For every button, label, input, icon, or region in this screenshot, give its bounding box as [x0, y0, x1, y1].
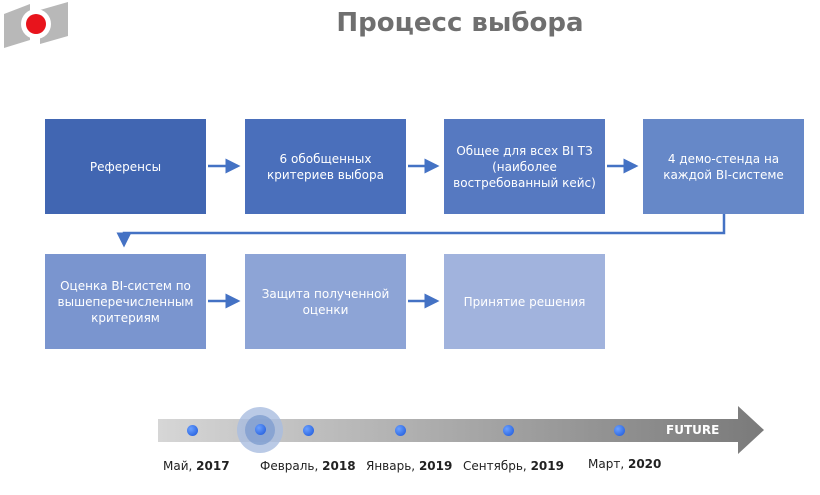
milestone-label: Март, 2020 [588, 457, 662, 471]
milestone-label: Май, 2017 [163, 459, 230, 473]
timeline-dot [503, 425, 514, 436]
milestone-label: Январь, 2019 [366, 459, 453, 473]
step-evaluation: Оценка BI-систем по вышеперечисленным кр… [45, 254, 206, 349]
step-demo-stands: 4 демо-стенда на каждой BI-системе [643, 119, 804, 214]
step-criteria: 6 обобщенных критериев выбора [245, 119, 406, 214]
timeline-dot-current [255, 424, 266, 435]
page-title: Процесс выбора [336, 8, 584, 38]
step-common-spec: Общее для всех BI ТЗ (наиболее востребов… [444, 119, 605, 214]
timeline-future-label: FUTURE [666, 423, 720, 437]
timeline-dot [395, 425, 406, 436]
step-decision: Принятие решения [444, 254, 605, 349]
step-defense: Защита полученной оценки [245, 254, 406, 349]
step-references: Референсы [45, 119, 206, 214]
company-logo [0, 0, 80, 80]
milestone-label: Сентябрь, 2019 [463, 459, 564, 473]
timeline-dot [303, 425, 314, 436]
timeline-dot [614, 425, 625, 436]
milestone-label: Февраль, 2018 [260, 459, 356, 473]
timeline-dot [187, 425, 198, 436]
